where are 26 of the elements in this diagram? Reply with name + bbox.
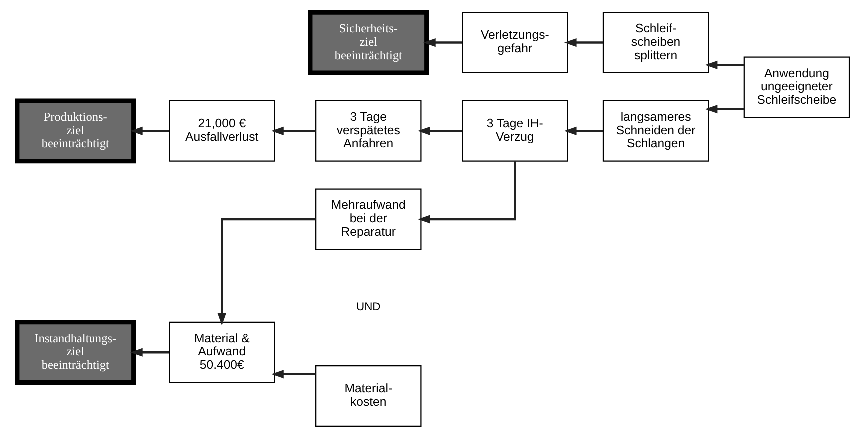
node-box: Mehraufwand bei der Reparatur: [316, 188, 422, 250]
node-box: Instandhaltungs- ziel beeinträchtigt: [15, 320, 136, 386]
node-box: Anwendung ungeeigneter Schleifscheibe: [744, 56, 850, 118]
arrow: [272, 370, 316, 379]
arrow: [130, 126, 170, 136]
node-box: Sicherheits- ziel beeinträchtigt: [308, 10, 430, 76]
node-box: Produktions- ziel beeinträchtigt: [15, 98, 136, 164]
arrow: [705, 60, 744, 70]
arrow: [424, 38, 462, 48]
node-box: Schleif- scheiben splittern: [602, 12, 710, 74]
arrow: [564, 38, 604, 48]
node-box: 3 Tage verspätetes Anfahren: [316, 100, 422, 162]
arrow: [418, 162, 516, 224]
arrow: [418, 126, 462, 136]
arrow: [218, 218, 316, 326]
arrow: [130, 348, 170, 357]
arrow: [564, 126, 604, 136]
label: UND: [356, 302, 381, 314]
node-box: 21,000 € Ausfallverlust: [169, 100, 276, 162]
node-box: Material- kosten: [316, 365, 422, 427]
node-box: langsameres Schneiden der Schlangen: [602, 100, 710, 162]
node-box: Material & Aufwand 50.400€: [169, 322, 276, 384]
node-box: 3 Tage IH- Verzug: [462, 100, 568, 162]
arrow: [272, 126, 316, 136]
arrow: [705, 105, 744, 114]
node-box: Verletzungs- gefahr: [462, 12, 568, 74]
